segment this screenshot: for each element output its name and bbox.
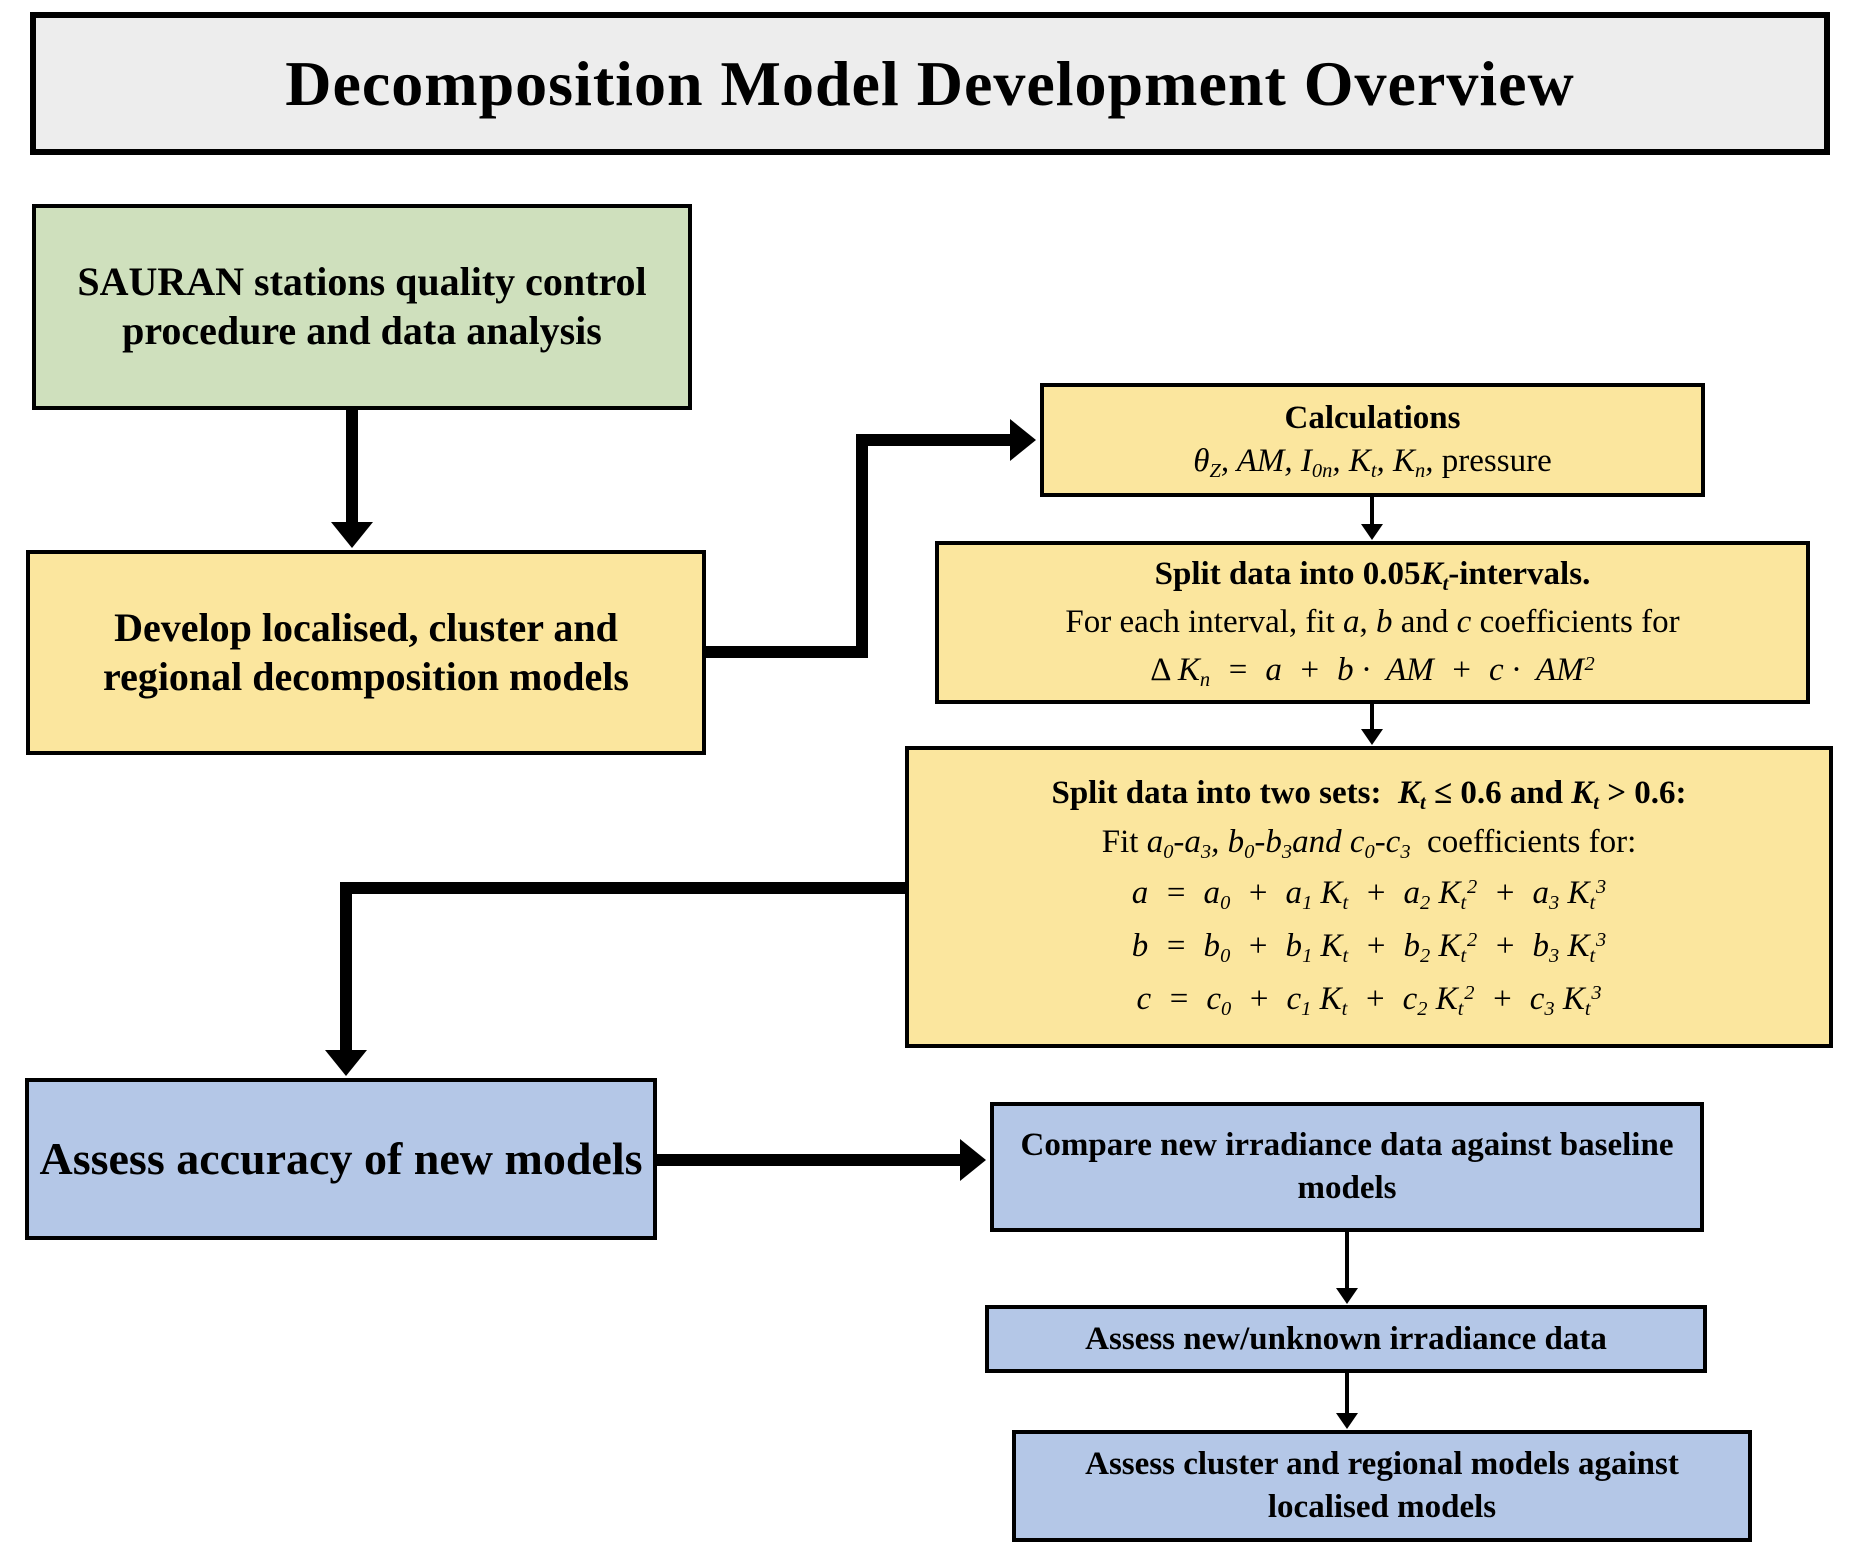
arrow-shaft: [1345, 1373, 1349, 1415]
calculations-heading: Calculations: [1284, 400, 1461, 437]
arrow-head-down: [331, 522, 373, 548]
node-sauran-quality-control: SAURAN stations quality control procedur…: [32, 204, 692, 410]
arrow-shaft: [657, 1154, 962, 1166]
node-assess-cluster-regional: Assess cluster and regional models again…: [1012, 1430, 1752, 1542]
arrow-segment-v: [340, 882, 352, 1050]
node-develop-models: Develop localised, cluster and regional …: [26, 550, 706, 755]
node-assess-new-data: Assess new/unknown irradiance data: [985, 1305, 1707, 1373]
node-sauran-label: SAURAN stations quality control procedur…: [77, 259, 647, 353]
arrow-segment-h2: [856, 434, 1012, 446]
node-assess-accuracy: Assess accuracy of new models: [25, 1078, 657, 1240]
arrow-shaft: [1370, 704, 1374, 732]
node-compare-baseline: Compare new irradiance data against base…: [990, 1102, 1704, 1232]
arrow-head-down: [1361, 524, 1383, 540]
compare-baseline-label: Compare new irradiance data against base…: [1020, 1127, 1674, 1206]
arrow-segment-h1: [706, 646, 868, 658]
arrow-segment-h: [340, 882, 905, 894]
assess-cluster-regional-label: Assess cluster and regional models again…: [1085, 1446, 1679, 1525]
split-sets-eq-b: b = b0 + b1 Kt + b2 Kt2 + b3 Kt3: [1131, 928, 1607, 968]
arrow-head-down: [325, 1050, 367, 1076]
arrow-head-right: [960, 1139, 986, 1181]
split-intervals-equation: Δ Kn = a + b · AM + c · AM2: [1150, 652, 1595, 692]
arrow-head-down: [1336, 1413, 1358, 1429]
arrow-head-right: [1010, 419, 1036, 461]
assess-accuracy-label: Assess accuracy of new models: [39, 1133, 643, 1185]
diagram-title: Decomposition Model Development Overview: [285, 47, 1575, 119]
split-sets-heading: Split data into two sets: Kt ≤ 0.6 and K…: [1051, 775, 1687, 815]
split-intervals-line2: For each interval, fit a, b and c coeffi…: [1065, 604, 1680, 641]
node-split-kt-intervals: Split data into 0.05Kt-intervals. For ea…: [935, 541, 1810, 704]
arrow-head-down: [1336, 1288, 1358, 1304]
calculations-formula: θZ, AM, I0n, Kt, Kn, pressure: [1193, 443, 1552, 483]
node-calculations: Calculations θZ, AM, I0n, Kt, Kn, pressu…: [1040, 383, 1705, 497]
arrow-segment-v: [856, 434, 868, 658]
split-intervals-heading: Split data into 0.05Kt-intervals.: [1154, 555, 1591, 596]
split-sets-line2: Fit a0-a3, b0-b3and c0-c3 coefficients f…: [1101, 824, 1637, 864]
diagram-title-box: Decomposition Model Development Overview: [30, 12, 1830, 155]
node-develop-label: Develop localised, cluster and regional …: [103, 604, 629, 699]
arrow-shaft: [1345, 1232, 1349, 1290]
arrow-shaft: [1370, 497, 1374, 527]
arrow-head-down: [1361, 729, 1383, 745]
arrow-shaft: [346, 410, 358, 524]
split-sets-eq-c: c = c0 + c1 Kt + c2 Kt2 + c3 Kt3: [1136, 980, 1602, 1021]
node-split-two-sets: Split data into two sets: Kt ≤ 0.6 and K…: [905, 746, 1833, 1048]
split-sets-eq-a: a = a0 + a1 Kt + a2 Kt2 + a3 Kt3: [1131, 875, 1607, 915]
assess-new-data-label: Assess new/unknown irradiance data: [1085, 1320, 1607, 1357]
